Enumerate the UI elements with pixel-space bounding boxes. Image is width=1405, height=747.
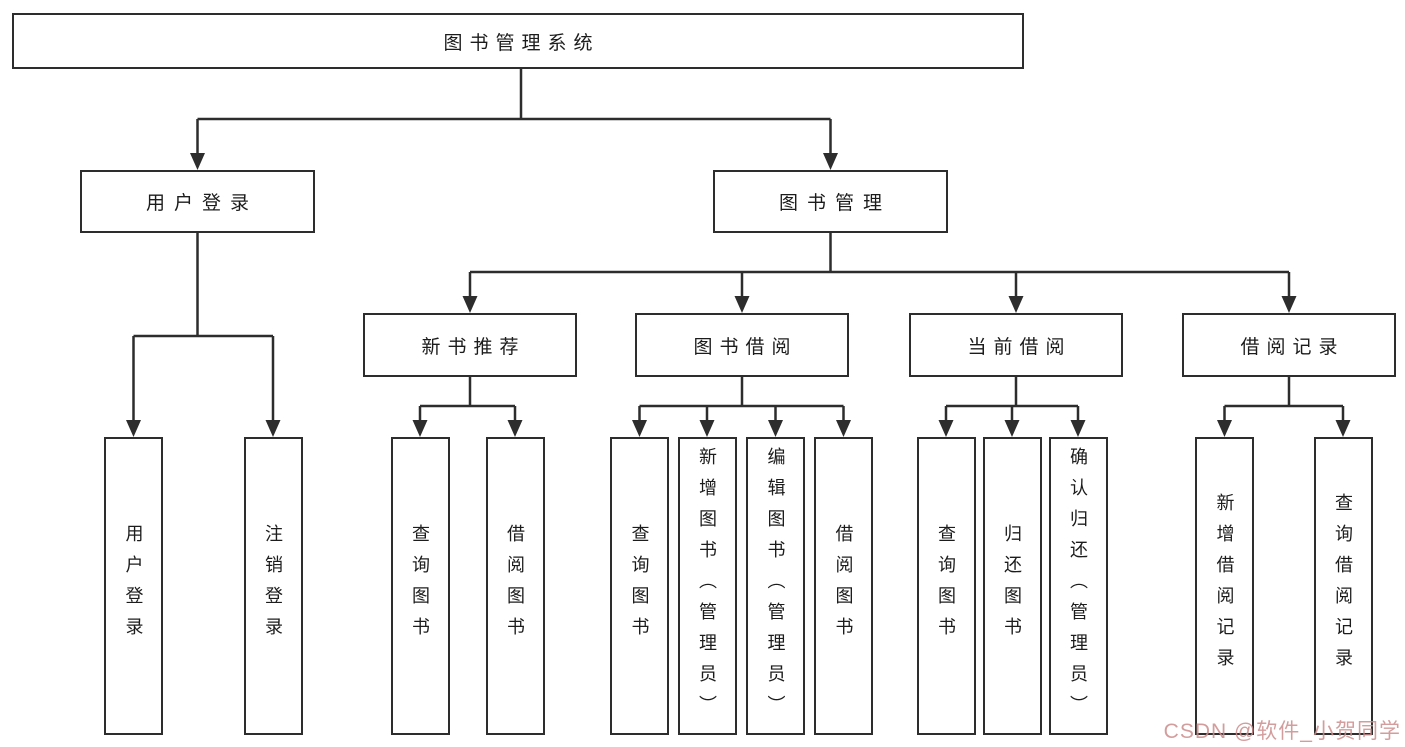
node-root: 图书管理系统 xyxy=(12,13,1024,69)
watermark-text: CSDN @软件_小贺同学 xyxy=(1163,720,1401,743)
leaf-return-books: 归还图书 xyxy=(982,437,1042,735)
leaf-confirm-return-admin: 确认归还（管理员） xyxy=(1048,437,1108,735)
leaf-add-book-admin: 新增图书（管理员） xyxy=(677,437,737,735)
leaf-search-books-recommend: 查询图书 xyxy=(390,437,450,735)
node-book-management: 图书管理 xyxy=(713,170,948,233)
leaf-borrow-books-recommend: 借阅图书 xyxy=(485,437,545,735)
leaf-add-borrow-record: 新增借阅记录 xyxy=(1195,437,1254,735)
node-borrow-records: 借阅记录 xyxy=(1182,313,1396,377)
node-user-login: 用户登录 xyxy=(80,170,315,233)
node-book-borrowing: 图书借阅 xyxy=(635,313,849,377)
leaf-logout: 注销登录 xyxy=(243,437,303,735)
leaf-search-borrow-record: 查询借阅记录 xyxy=(1313,437,1373,735)
leaf-search-books-current: 查询图书 xyxy=(916,437,976,735)
node-current-borrowing: 当前借阅 xyxy=(909,313,1123,377)
leaf-user-login: 用户登录 xyxy=(104,437,163,735)
node-new-book-recommend: 新书推荐 xyxy=(363,313,577,377)
leaf-search-books-borrowing: 查询图书 xyxy=(610,437,669,735)
leaf-borrow-books: 借阅图书 xyxy=(814,437,873,735)
leaf-edit-book-admin: 编辑图书（管理员） xyxy=(746,437,805,735)
